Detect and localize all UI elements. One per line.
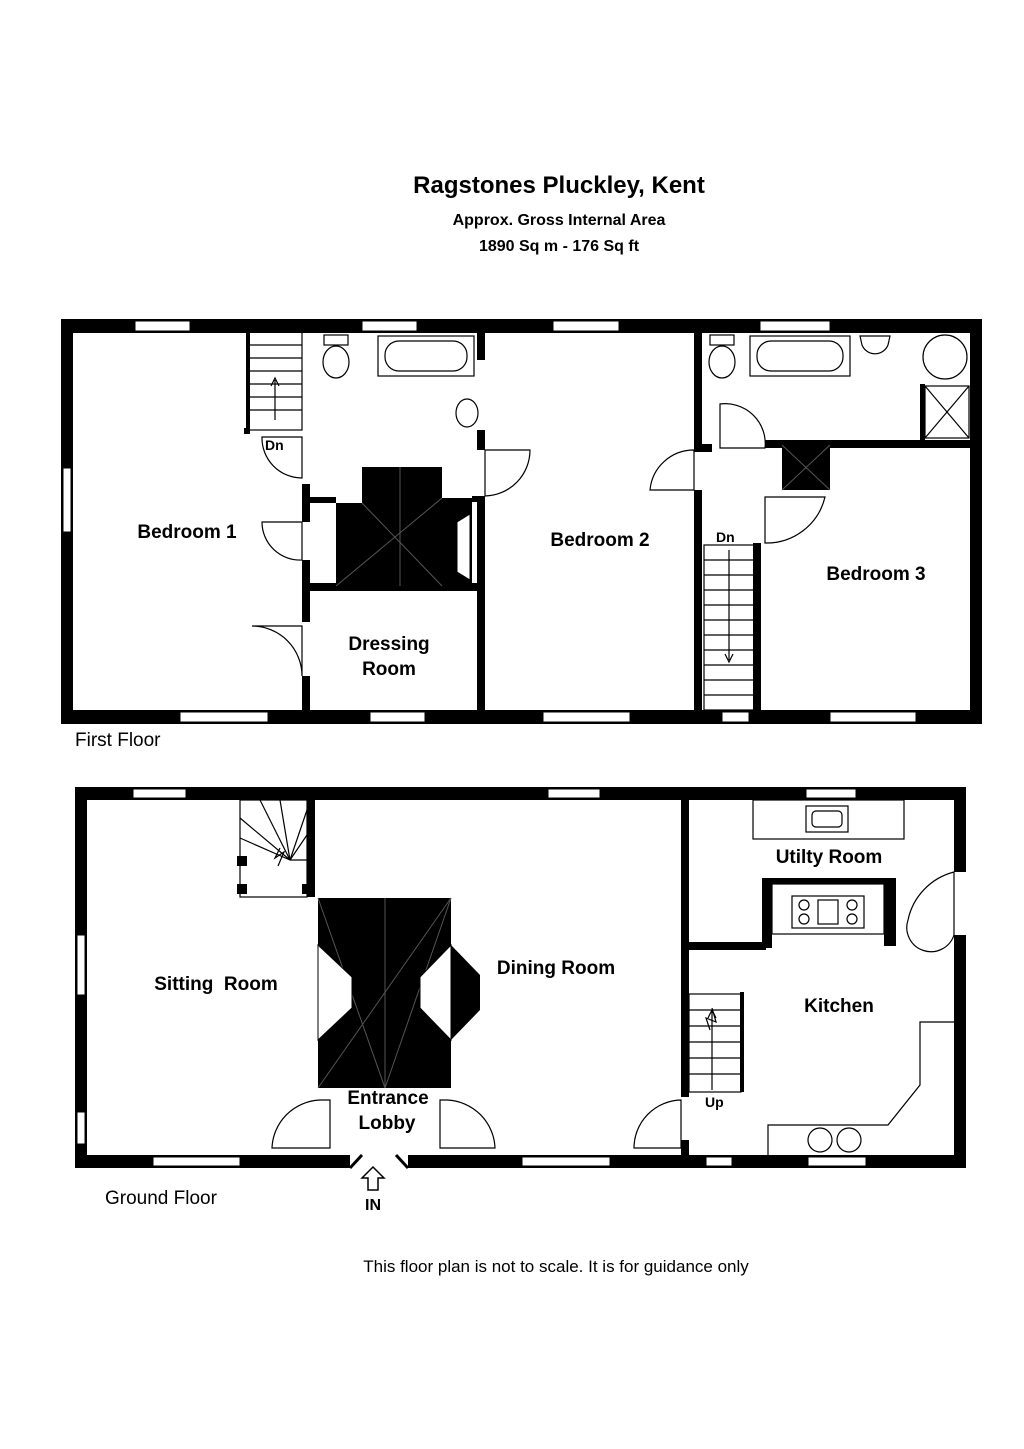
plan-area: 1890 Sq m - 176 Sq ft <box>478 238 640 255</box>
stairs-dn-label-1: Dn <box>265 437 284 453</box>
ground-floor-wall-bottom <box>75 1155 966 1168</box>
stairs-dn-label-2: Dn <box>716 529 735 545</box>
first-floor-plan: Bedroom 1 Bedroom 2 Bedroom 3 Dressing R… <box>61 319 982 751</box>
room-dressing-line2: Room <box>362 659 416 680</box>
ground-floor-wall-top <box>75 787 966 800</box>
kitchen-stairs <box>688 993 742 1093</box>
room-entrance-line1: Entrance <box>347 1088 428 1109</box>
first-floor-wall-bottom <box>61 710 982 724</box>
first-floor-doors <box>251 403 826 677</box>
ground-floor-wall-right-upper <box>954 787 966 872</box>
room-bedroom-1: Bedroom 1 <box>137 522 237 543</box>
ground-floor-windows <box>76 788 867 1167</box>
room-sitting: Sitting Room <box>154 974 277 995</box>
room-entrance-line2: Lobby <box>359 1113 416 1134</box>
stairs-bedroom1 <box>247 331 303 431</box>
ground-floor-doors <box>271 871 955 1149</box>
room-dining: Dining Room <box>497 958 615 979</box>
entry-arrow-icon <box>360 1165 386 1191</box>
kitchen-fittings <box>752 799 954 1155</box>
first-floor-chimney <box>336 467 472 586</box>
plan-title: Ragstones Pluckley, Kent <box>413 172 705 199</box>
plan-subtitle: Approx. Gross Internal Area <box>452 212 666 229</box>
first-floor-label: First Floor <box>75 730 161 751</box>
disclaimer-text: This floor plan is not to scale. It is f… <box>363 1257 749 1276</box>
bathroom-fixtures <box>322 334 970 439</box>
ground-floor-label: Ground Floor <box>105 1188 218 1209</box>
first-floor-windows <box>62 320 917 723</box>
ground-floor-wall-right-lower <box>954 935 966 1168</box>
sitting-room-stairs <box>239 799 308 898</box>
stairs-hall <box>703 544 755 711</box>
ground-floor-chimney <box>318 898 480 1088</box>
first-floor-wall-right <box>970 319 982 724</box>
room-utility: Utilty Room <box>776 847 883 868</box>
room-kitchen: Kitchen <box>804 996 874 1017</box>
stairs-up-label: Up <box>705 1094 724 1110</box>
room-bedroom-2: Bedroom 2 <box>550 530 649 551</box>
chimney-lines <box>335 467 443 587</box>
ground-floor-interior-walls <box>307 797 896 1160</box>
disclaimer-crop <box>0 1282 1024 1294</box>
entry-label: IN <box>365 1197 381 1214</box>
room-dressing-line1: Dressing <box>348 634 429 655</box>
ground-floor-plan: Sitting Room Dining Room Utilty Room Kit… <box>75 787 966 1214</box>
first-floor-interior-walls <box>246 330 970 716</box>
room-bedroom-3: Bedroom 3 <box>826 564 925 585</box>
first-floor-wall-top <box>61 319 982 333</box>
